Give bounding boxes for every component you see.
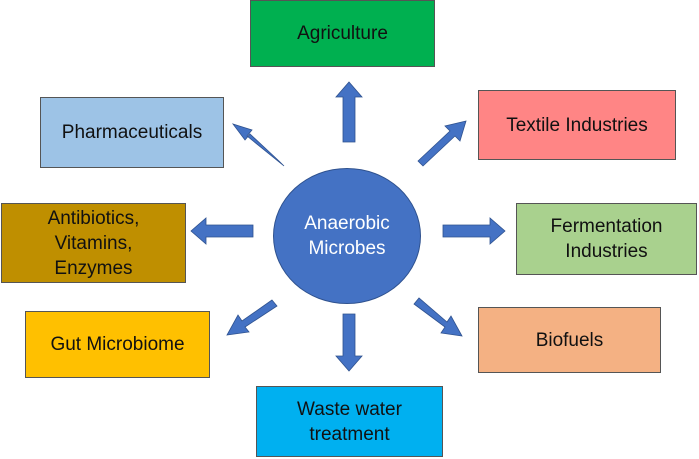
node-waste-water-treatment: Waste water treatment [256,386,443,457]
arrow-to-fermentation [442,217,506,245]
node-fermentation-industries: Fermentation Industries [516,203,697,275]
node-wastewater-label: Waste water treatment [297,398,402,445]
node-biofuels-label: Biofuels [535,329,604,351]
node-antibiotics-vitamins-enzymes: Antibiotics, Vitamins, Enzymes [1,203,186,283]
node-textile-label: Textile Industries [506,114,648,136]
arrow-to-wastewater [335,313,363,372]
node-antibiotics-label: Antibiotics, Vitamins, Enzymes [47,207,140,279]
node-pharmaceuticals: Pharmaceuticals [40,97,224,168]
node-fermentation-label: Fermentation Industries [550,216,663,262]
node-gut-microbiome: Gut Microbiome [25,311,210,378]
arrow-to-biofuels [413,297,463,337]
node-agriculture: Agriculture [250,0,435,67]
center-label: Anaerobic Microbes [304,213,390,259]
node-biofuels: Biofuels [478,307,661,373]
arrow-to-antibiotics [190,217,254,245]
node-gut-label: Gut Microbiome [50,334,185,355]
arrow-to-gut-microbiome [226,299,278,336]
node-pharmaceuticals-label: Pharmaceuticals [61,122,203,143]
arrow-to-agriculture [335,81,363,143]
node-textile-industries: Textile Industries [478,90,676,160]
node-agriculture-label: Agriculture [297,23,388,44]
center-circle-anaerobic-microbes: Anaerobic Microbes [273,168,421,304]
arrow-to-pharmaceuticals [231,123,285,167]
arrow-to-textile [417,120,467,167]
